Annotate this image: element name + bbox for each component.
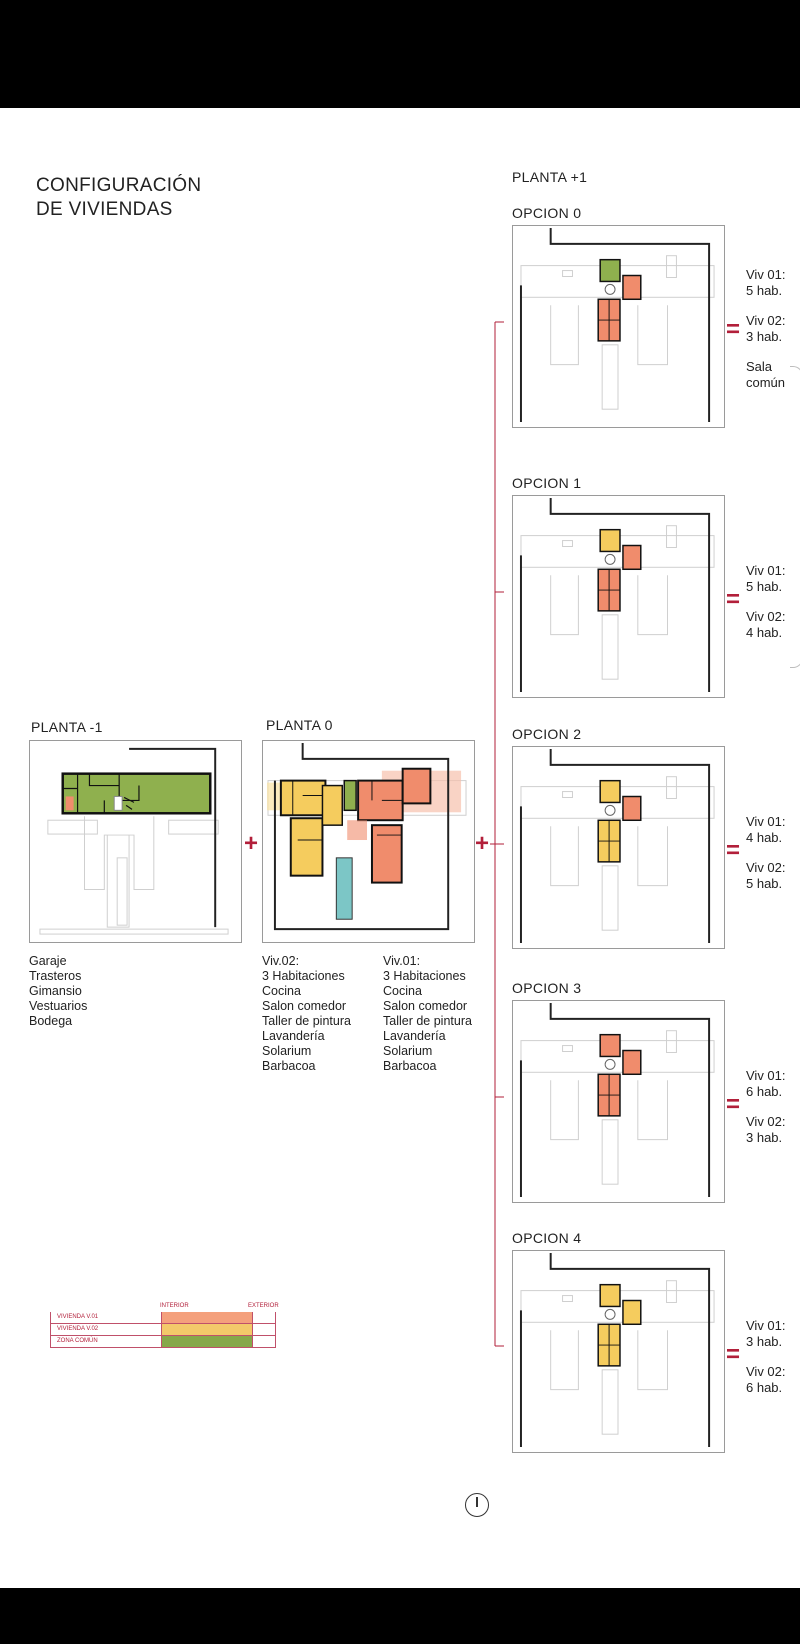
option-1-drawing (519, 497, 715, 693)
planta0-plan (262, 740, 475, 943)
planta-menos1-label: PLANTA -1 (31, 719, 103, 735)
option-0-drawing (519, 227, 715, 423)
option-4-plan (512, 1250, 725, 1453)
legend-row-comun: ZONA COMÚN (50, 1336, 276, 1348)
planta-menos1-plan (29, 740, 242, 943)
legend-row-viv01: VIVIENDA V.01 (50, 1312, 276, 1324)
legend-row-viv02: VIVIENDA V.02 (50, 1324, 276, 1336)
option-3-drawing (519, 1002, 715, 1198)
viv02-list: Viv.02: 3 Habitaciones Cocina Salon come… (262, 954, 351, 1073)
option-4-summary: Viv 01:3 hab.Viv 02:6 hab. (746, 1318, 786, 1395)
option-1-plan (512, 495, 725, 698)
option-2-summary: Viv 01:4 hab.Viv 02:5 hab. (746, 814, 786, 891)
legend-interior-label: INTERIOR (160, 1303, 189, 1309)
planta1-label: PLANTA +1 (512, 169, 588, 185)
option-0-label: OPCION 0 (512, 205, 582, 221)
legend-swatch-comun (162, 1336, 253, 1347)
legend-swatch-viv01 (162, 1312, 253, 1323)
planta-menos1-drawing (39, 747, 229, 935)
legend-exterior-label: EXTERIOR (248, 1303, 279, 1309)
option-3-label: OPCION 3 (512, 980, 582, 996)
page-title: CONFIGURACIÓN DE VIVIENDAS (36, 175, 202, 220)
plus-symbol-1: + (244, 830, 259, 857)
option-2-equals: = (726, 837, 741, 864)
options-connector (490, 321, 504, 1347)
planta-menos1-list: Garaje Trasteros Gimansio Vestuarios Bod… (29, 954, 88, 1028)
legend-swatch-viv02 (162, 1324, 253, 1335)
option-2-label: OPCION 2 (512, 726, 582, 742)
planta0-label: PLANTA 0 (266, 717, 333, 733)
option-1-label: OPCION 1 (512, 475, 582, 491)
color-legend: INTERIOR EXTERIOR VIVIENDA V.01 VIVIENDA… (50, 1303, 279, 1348)
planta0-drawing (267, 742, 467, 931)
option-3-plan (512, 1000, 725, 1203)
option-4-drawing (519, 1252, 715, 1448)
option-0-plan (512, 225, 725, 428)
plus-symbol-2: + (475, 830, 490, 857)
option-1-equals: = (726, 586, 741, 613)
option-3-equals: = (726, 1091, 741, 1118)
option-1-summary: Viv 01:5 hab.Viv 02:4 hab. (746, 563, 786, 640)
option-2-plan (512, 746, 725, 949)
option-3-summary: Viv 01:6 hab.Viv 02:3 hab. (746, 1068, 786, 1145)
option-0-equals: = (726, 316, 741, 343)
option-4-label: OPCION 4 (512, 1230, 582, 1246)
sheet: CONFIGURACIÓN DE VIVIENDAS PLANTA -1 Gar… (0, 108, 800, 1588)
north-arrow-icon (465, 1493, 489, 1517)
sala-comun-bracket (790, 366, 800, 668)
legend-header: INTERIOR EXTERIOR (50, 1303, 279, 1312)
option-4-equals: = (726, 1341, 741, 1368)
viv01-list: Viv.01: 3 Habitaciones Cocina Salon come… (383, 954, 472, 1073)
option-2-drawing (519, 748, 715, 944)
